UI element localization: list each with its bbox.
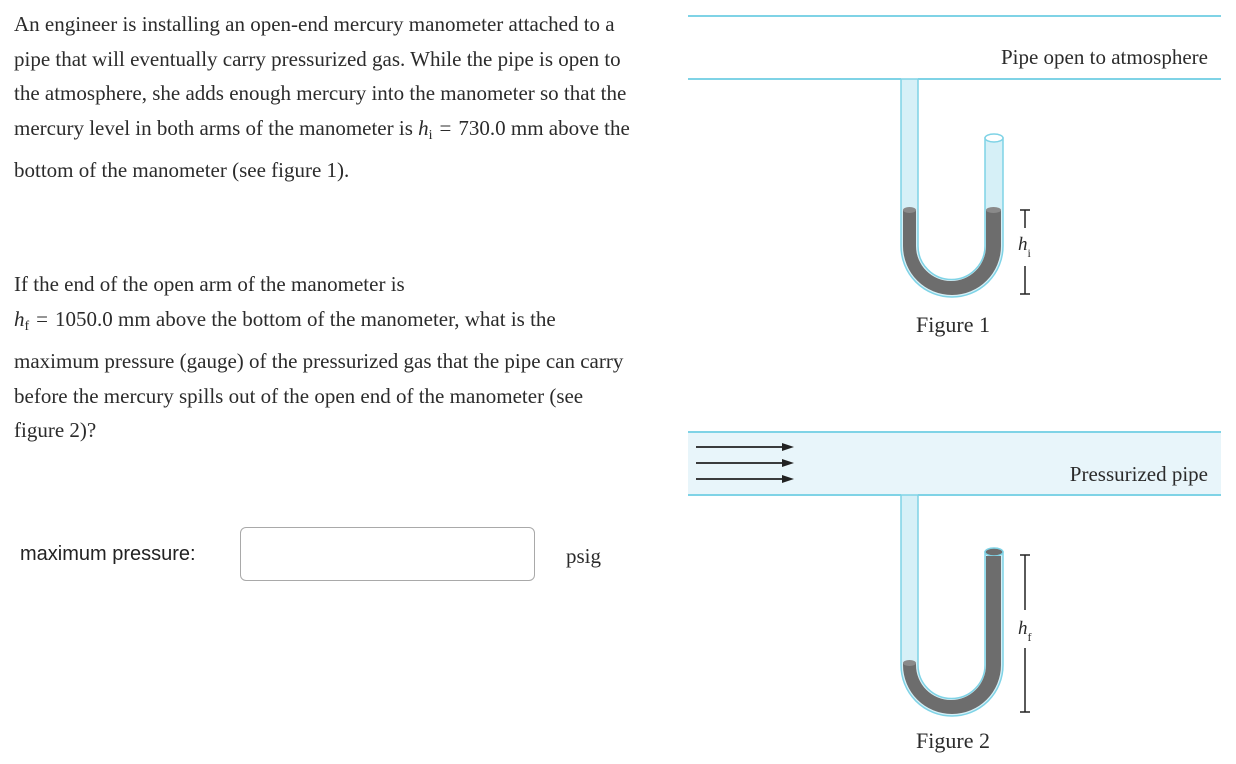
problem-paragraph-2: If the end of the open arm of the manome…	[14, 267, 634, 448]
open-end	[984, 547, 1004, 557]
equals-sign: =	[36, 306, 49, 331]
open-end	[984, 133, 1004, 143]
manometer-tube	[900, 78, 1004, 298]
dimension-label-hf: hf	[1018, 618, 1032, 644]
dimension-label-hi: hi	[1018, 234, 1032, 260]
mercury	[903, 210, 1001, 295]
mercury-surface-right	[986, 207, 1001, 213]
mercury-surface-left	[903, 207, 916, 213]
problem-text-2: If the end of the open arm of the manome…	[14, 272, 405, 296]
variable-h-f: hf	[14, 306, 30, 334]
problem-value-2: 1050.0 mm above the bottom of the manome…	[14, 306, 624, 443]
pipe-label-atmosphere: Pipe open to atmosphere	[1001, 45, 1208, 69]
pipe-label-pressurized: Pressurized pipe	[1070, 462, 1208, 486]
problem-text-1: An engineer is installing an open-end me…	[14, 12, 627, 140]
problem-value-1: 730.0 mm above the bottom of the manomet…	[14, 115, 630, 183]
figure-2: hf Pressurized pipe Figure 2	[688, 431, 1221, 753]
flow-arrows	[696, 443, 794, 483]
problem-paragraph-1: An engineer is installing an open-end me…	[14, 7, 634, 188]
manometer-tube	[900, 494, 1004, 717]
unit-label: psig	[566, 544, 602, 568]
figure-1: hi Pipe open to atmosphere Figure 1	[688, 15, 1221, 337]
mercury-surface-left	[903, 660, 916, 666]
figure-2-caption: Figure 2	[916, 728, 990, 753]
mercury	[903, 556, 1001, 714]
variable-h-i: hi	[418, 115, 433, 143]
equals-sign: =	[439, 115, 452, 140]
figure-1-caption: Figure 1	[916, 312, 990, 337]
maximum-pressure-input[interactable]	[240, 527, 535, 581]
answer-label: maximum pressure:	[20, 543, 196, 565]
